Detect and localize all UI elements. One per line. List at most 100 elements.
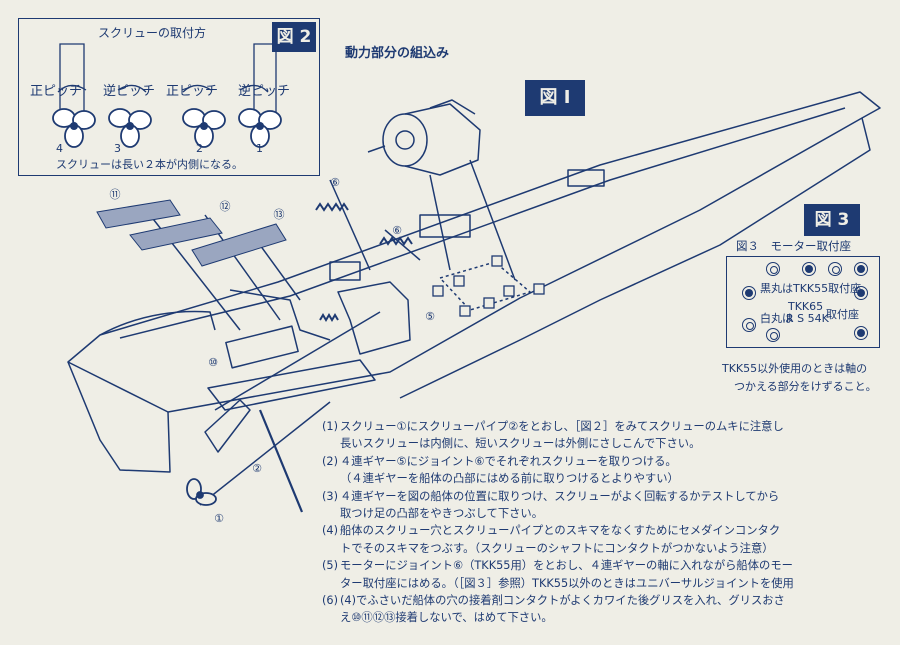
plate-12 bbox=[129, 217, 223, 251]
instruction-5-cont: ター取付座にはめる。（［図３］参照）TKK55以外のときはユニバーサルジョイント… bbox=[322, 575, 872, 592]
fig2-badge: 図 2 bbox=[272, 22, 316, 52]
callout-6a: ⑥ bbox=[330, 176, 340, 189]
instruction-text: モーターにジョイント⑥（TKK55用）をとおし、４連ギヤーの軸に入れながら船体の… bbox=[340, 559, 793, 573]
fig3-note-line1: TKK55以外使用のときは軸の bbox=[722, 362, 868, 375]
callout-1: ① bbox=[214, 512, 224, 525]
fig2-screw-diagram bbox=[52, 43, 282, 148]
shaft-line bbox=[214, 311, 381, 411]
instruction-text: 船体のスクリュー穴とスクリューパイプとのスキマをなくすためにセメダインコンタク bbox=[340, 524, 781, 538]
callout-2: ② bbox=[252, 462, 262, 475]
instruction-1-cont: 長いスクリューは内側に、短いスクリューは外側にさしこんで下さい。 bbox=[322, 435, 872, 452]
instruction-text: ター取付座にはめる。（［図３］参照）TKK55以外のときはユニバーサルジョイント… bbox=[340, 576, 794, 590]
mount-hole-black bbox=[854, 262, 868, 276]
deck-house bbox=[567, 169, 605, 187]
instruction-2-cont: （４連ギヤーを船体の凸部にはめる前に取りつけるとよりやすい） bbox=[322, 470, 872, 487]
pitch-label-1: 正ピッチ bbox=[30, 84, 83, 99]
mount-pegs bbox=[432, 255, 545, 317]
arrow-4 bbox=[239, 84, 269, 93]
main-title: 動力部分の組込み bbox=[345, 46, 450, 61]
instruction-text: 長いスクリューは内側に、短いスクリューは外側にさしこんで下さい。 bbox=[340, 437, 701, 451]
fig3-white-prefix: 白丸は bbox=[760, 312, 793, 325]
arrow-3 bbox=[182, 84, 212, 93]
shaft-outline-right bbox=[253, 43, 277, 124]
callout-13: ⑬ bbox=[273, 208, 285, 221]
mount-hole-white bbox=[742, 318, 756, 332]
callout-5: ⑤ bbox=[425, 310, 435, 323]
hull-inner-rim bbox=[119, 107, 846, 339]
instruction-text: ４連ギヤーを図の船体の位置に取りつけ、スクリューがよく回転するかテストしてから bbox=[340, 489, 780, 503]
pitch-label-4: 逆ピッチ bbox=[238, 84, 291, 99]
instruction-text: (4)でふさいだ船体の穴の接着剤コンタクトがよくカワイた後グリスを入れ、グリスお… bbox=[340, 594, 785, 608]
instruction-3: (3)４連ギヤーを図の船体の位置に取りつけ、スクリューがよく回転するかテストして… bbox=[322, 488, 872, 505]
instruction-5: (5)モーターにジョイント⑥（TKK55用）をとおし、４連ギヤーの軸に入れながら… bbox=[322, 557, 872, 574]
mount-hole-white bbox=[828, 262, 842, 276]
arrow-1 bbox=[57, 84, 87, 93]
hull-side bbox=[67, 361, 171, 473]
hull-stern-cut bbox=[99, 310, 216, 336]
mount-hole-black bbox=[742, 286, 756, 300]
rudder bbox=[204, 399, 251, 453]
instruction-list: (1)スクリュー①にスクリューパイプ②をとおし、［図２］をみてスクリューのムキに… bbox=[322, 418, 872, 627]
fig2-title: スクリューの取付方 bbox=[98, 26, 207, 40]
propeller-2 bbox=[182, 108, 226, 148]
arrow-2 bbox=[117, 84, 147, 93]
fig3-white-line1: TKK65 bbox=[788, 300, 824, 313]
ship-window bbox=[419, 214, 471, 238]
hull-bow-side bbox=[399, 117, 871, 399]
shaft-outline-left bbox=[59, 43, 85, 124]
instruction-3-cont: 取つけ足の凸部をやきつぶして下さい。 bbox=[322, 505, 872, 522]
plate-11 bbox=[96, 199, 181, 229]
motor-drawing bbox=[367, 99, 481, 176]
instruction-number: (5) bbox=[322, 559, 339, 573]
instruction-6-cont: え⑩⑪⑫⑬接着しないで、はめて下さい。 bbox=[322, 609, 872, 626]
mount-hole-black bbox=[854, 326, 868, 340]
fig2-frame bbox=[18, 18, 320, 176]
guide-lines bbox=[149, 179, 421, 331]
hull-frame-bottom bbox=[207, 359, 376, 411]
fig3-white-suffix: 取付座 bbox=[826, 308, 859, 321]
instruction-number: (3) bbox=[322, 489, 339, 503]
hull-deck-edge bbox=[67, 91, 881, 413]
fig3-badge: 図 3 bbox=[804, 204, 860, 236]
hull-cutaway bbox=[229, 289, 331, 341]
pitch-label-2: 逆ピッチ bbox=[103, 84, 156, 99]
screw-number-4: 4 bbox=[56, 142, 63, 155]
fig3-white-line2: R S 54K bbox=[786, 312, 829, 325]
mount-hole-black bbox=[854, 286, 868, 300]
instruction-1: (1)スクリュー①にスクリューパイプ②をとおし、［図２］をみてスクリューのムキに… bbox=[322, 418, 872, 435]
mount-hole-white bbox=[766, 328, 780, 342]
instruction-number: (2) bbox=[322, 454, 339, 468]
vent-block bbox=[329, 261, 361, 281]
instruction-text: スクリュー①にスクリューパイプ②をとおし、［図２］をみてスクリューのムキに注意し bbox=[340, 420, 784, 433]
instruction-text: （４連ギヤーを船体の凸部にはめる前に取りつけるとよりやすい） bbox=[340, 472, 679, 486]
instruction-4: (4)船体のスクリュー穴とスクリューパイプとのスキマをなくすためにセメダインコン… bbox=[322, 522, 872, 539]
fig1-badge: 図 I bbox=[525, 80, 585, 116]
instruction-2: (2)４連ギヤー⑤にジョイント⑥でそれぞれスクリューを取りつける。 bbox=[322, 453, 872, 470]
instruction-text: え⑩⑪⑫⑬接着しないで、はめて下さい。 bbox=[340, 611, 553, 625]
callout-11: ⑪ bbox=[109, 188, 121, 201]
fig3-hole-grid bbox=[730, 260, 876, 344]
instruction-text: トでそのスキマをつぶす。（スクリューのシャフトにコンタクトがつかないよう注意） bbox=[340, 541, 774, 555]
screw-number-2: 2 bbox=[196, 142, 203, 155]
screw-number-3: 3 bbox=[114, 142, 121, 155]
instruction-number: (4) bbox=[322, 524, 339, 538]
motor-guide-lines bbox=[429, 159, 516, 281]
instruction-text: 取つけ足の凸部をやきつぶして下さい。 bbox=[340, 507, 544, 521]
mount-hole-white bbox=[766, 262, 780, 276]
callout-6b: ⑥ bbox=[392, 224, 402, 237]
callout-12: ⑫ bbox=[219, 200, 231, 213]
screw-number-1: 1 bbox=[256, 142, 263, 155]
propeller-3 bbox=[108, 108, 152, 148]
gear-bracket bbox=[337, 281, 411, 355]
instruction-6: (6)(4)でふさいだ船体の穴の接着剤コンタクトがよくカワイた後グリスを入れ、グ… bbox=[322, 592, 872, 609]
instruction-number: (6) bbox=[322, 594, 339, 608]
screw-pipe bbox=[199, 401, 331, 506]
stern-propeller bbox=[186, 478, 217, 506]
fig3-frame bbox=[726, 256, 880, 348]
instruction-number: (1) bbox=[322, 420, 339, 433]
pitch-label-3: 正ピッチ bbox=[166, 84, 219, 99]
grease-cover-10 bbox=[225, 325, 299, 369]
joint-springs bbox=[315, 202, 413, 322]
